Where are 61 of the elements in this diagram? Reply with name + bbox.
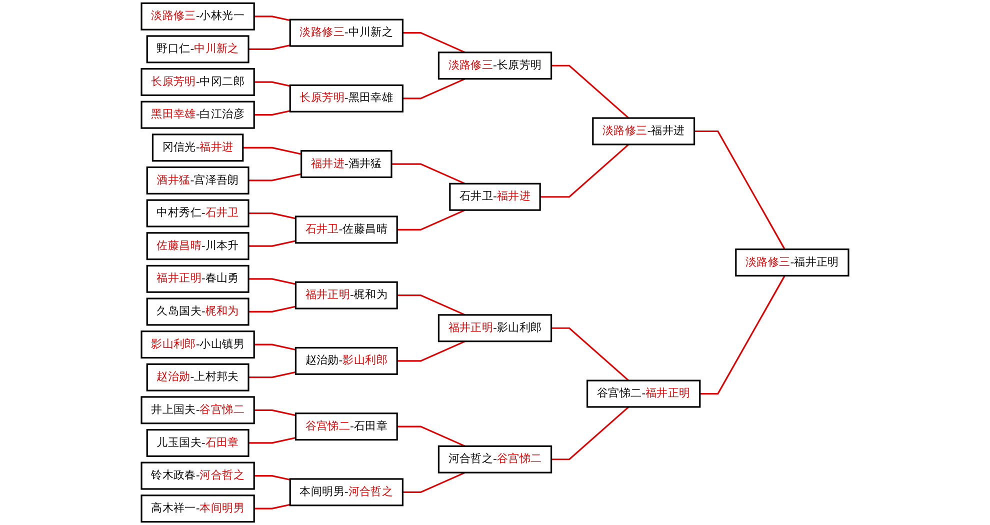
node-box: 久岛国夫-梶和为	[146, 298, 250, 326]
node-box: 福井正明-春山勇	[146, 264, 250, 293]
node-box: 本间明男-河合哲之	[289, 478, 404, 506]
node-box: 赵治勋-上村邦夫	[146, 363, 250, 392]
node-box: 淡路修三-福井正明	[735, 248, 850, 276]
node-box: 石井卫-佐藤昌晴	[294, 216, 398, 244]
node-box: 福井正明-梶和为	[294, 281, 398, 310]
connector	[248, 240, 296, 247]
node-box: 黑田幸雄-白江治彦	[140, 100, 255, 129]
connector	[397, 294, 466, 316]
node-box: 长原芳明-中冈二郎	[140, 68, 255, 96]
connector	[254, 409, 296, 416]
connector	[392, 163, 466, 184]
connector	[254, 81, 290, 87]
node-box: 野口仁-中川新之	[146, 35, 250, 64]
node-box: 石井卫-福井进	[449, 182, 541, 211]
connector	[397, 209, 466, 230]
connector	[402, 32, 466, 54]
node-box: 儿玉国夫-石田章	[146, 428, 250, 457]
node-box: 高木祥一-本间明男	[140, 494, 255, 523]
node-box: 淡路修三-小林光一	[140, 2, 255, 30]
node-box: 铃木政春-河合哲之	[140, 462, 255, 490]
connector	[254, 344, 296, 351]
node-box: 淡路修三-中川新之	[289, 18, 404, 47]
node-box: 福井进-酒井猛	[300, 150, 392, 178]
node-box: 酒井猛-宫泽吾朗	[146, 166, 250, 194]
connector	[397, 426, 466, 447]
connector	[551, 64, 630, 119]
connector	[397, 340, 466, 362]
node-box: 佐藤昌晴-川本升	[146, 232, 250, 260]
connector	[248, 212, 296, 220]
node-box: 赵治勋-影山利郎	[294, 346, 398, 375]
connector	[248, 371, 296, 378]
node-box: 谷宫悌二-石田章	[294, 412, 398, 441]
connector	[700, 275, 786, 395]
connector	[551, 327, 630, 382]
connector	[402, 472, 466, 493]
connector	[254, 16, 290, 22]
connector	[248, 436, 296, 444]
connector	[551, 406, 630, 460]
connector	[248, 278, 296, 285]
node-box: 井上国夫-谷宫悌二	[140, 396, 255, 424]
connector	[254, 110, 290, 116]
connector	[242, 146, 302, 155]
connector	[254, 474, 290, 481]
node-box: 谷宫悌二-福井正明	[586, 380, 701, 408]
connector	[540, 144, 630, 198]
connector	[248, 306, 296, 313]
node-box: 长原芳明-黑田幸雄	[289, 84, 404, 112]
connector	[254, 504, 290, 510]
connector	[248, 173, 302, 182]
node-box: 淡路修三-福井进	[592, 117, 696, 146]
connector	[248, 44, 290, 50]
node-box: 冈信光-福井进	[152, 134, 244, 162]
connector	[694, 130, 786, 250]
node-box: 河合哲之-谷宫悌二	[438, 445, 552, 474]
node-box: 淡路修三-长原芳明	[438, 52, 552, 80]
node-box: 中村秀仁-石井卫	[146, 199, 250, 228]
connector	[402, 78, 466, 100]
node-box: 福井正明-影山利郎	[438, 314, 552, 342]
node-box: 影山利郎-小山镇男	[140, 330, 255, 359]
